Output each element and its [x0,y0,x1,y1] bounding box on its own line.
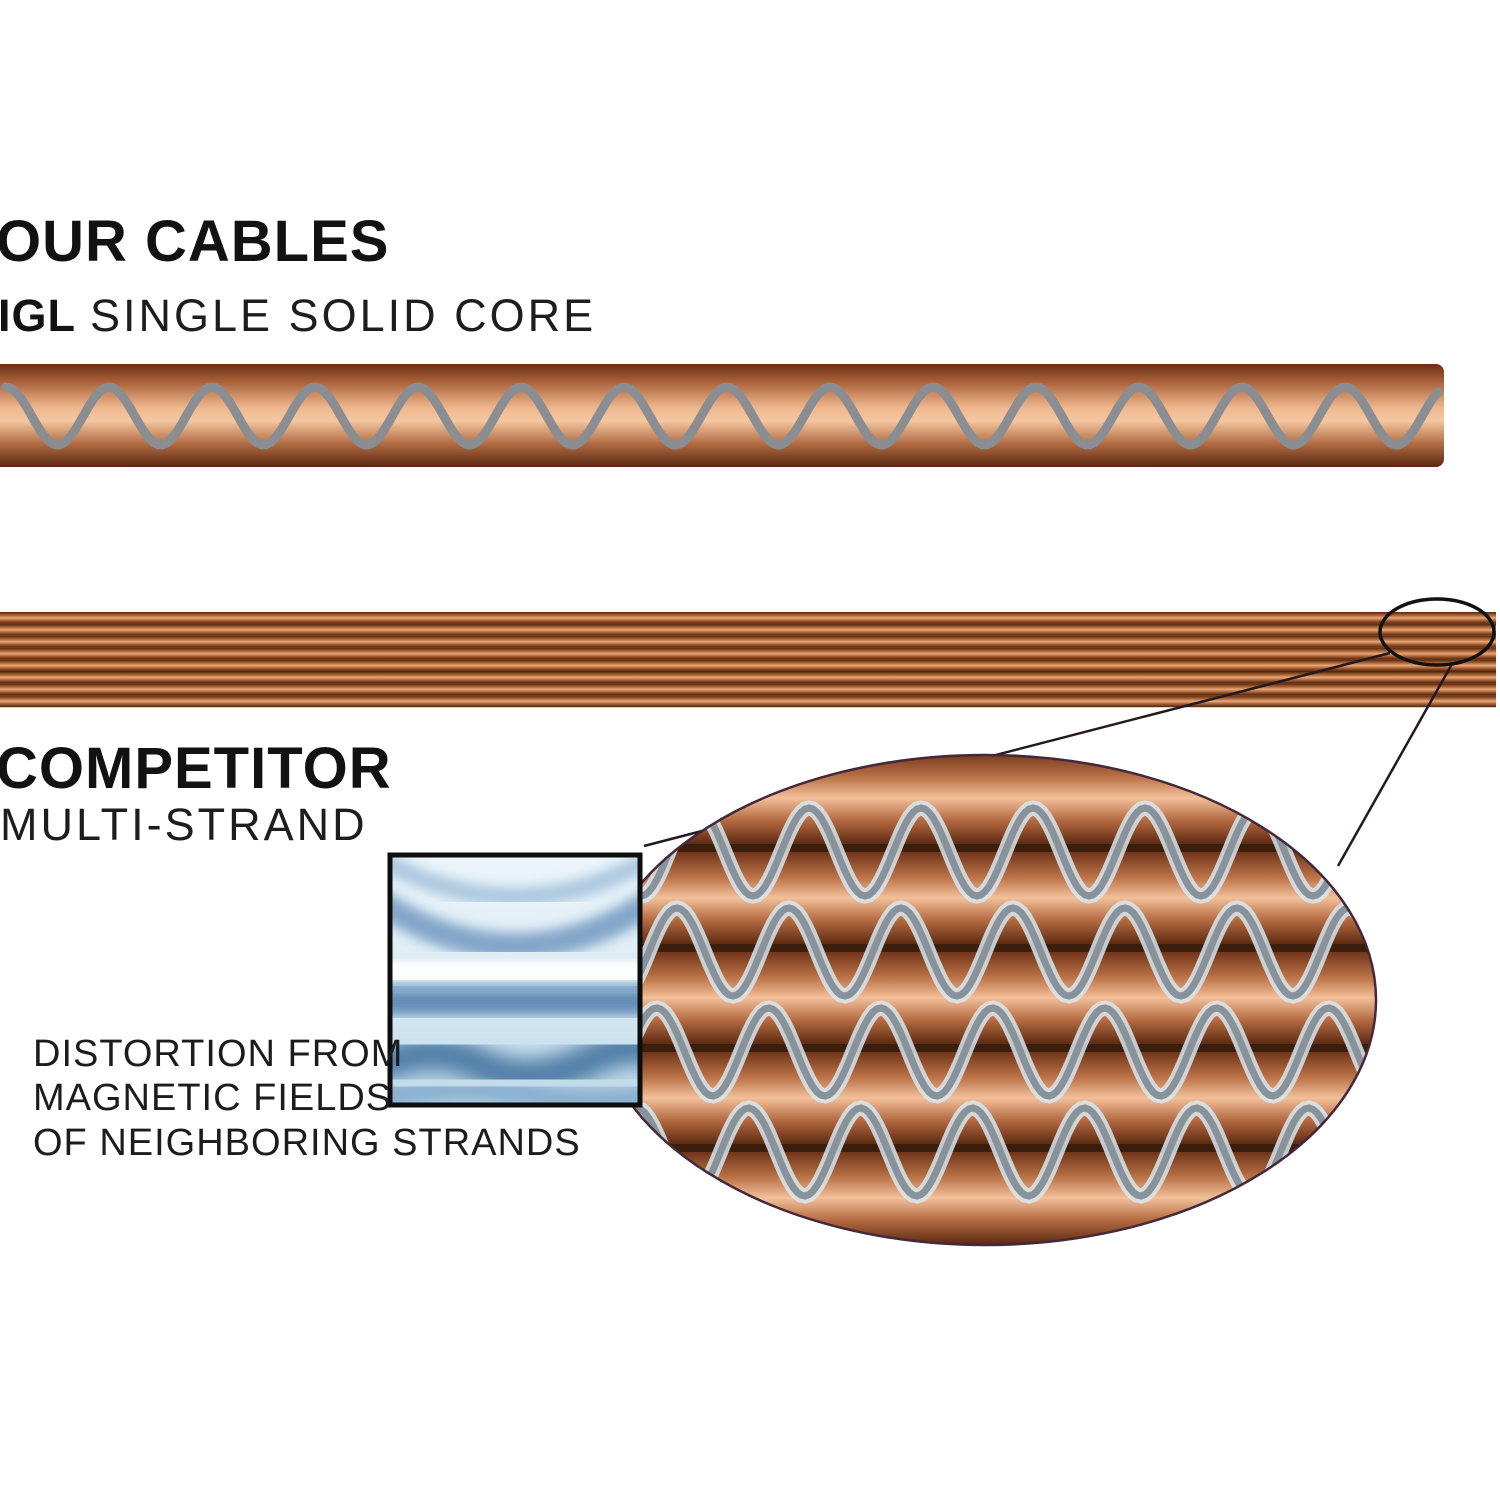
solid-core-signal-wave [1,382,1443,450]
multi-strand-cable [0,612,1496,708]
distortion-inset [387,852,643,1108]
solid-core-cable [0,364,1444,467]
strand [0,647,1496,660]
loupe-ellipse [1378,597,1496,667]
distortion-note-line2: MAGNETIC FIELDS [33,1077,393,1120]
zoom-strand [594,755,1376,844]
strand [0,635,1496,648]
strand [0,612,1496,624]
brand-name: IGL [0,290,76,341]
distorted-wave [594,1004,1376,1100]
strand [0,695,1496,708]
distortion-note: DISTORTION FROM MAGNETIC FIELDS OF NEIGH… [33,1032,581,1165]
competitor-type-label: MULTI-STRAND [0,799,368,850]
distortion-note-line3: OF NEIGHBORING STRANDS [33,1121,581,1164]
competitor-title: COMPETITOR [0,736,392,801]
solid-core-label: SINGLE SOLID CORE [90,290,597,341]
distorted-wave [594,904,1376,1000]
strand [0,683,1496,696]
our-cables-title: OUR CABLES [0,209,390,274]
strand [0,623,1496,636]
distortion-note-line1: DISTORTION FROM [33,1033,404,1075]
zoom-detail [594,755,1376,1245]
solid-core-subtitle: IGL SINGLE SOLID CORE [0,290,596,342]
zoom-strand [594,1152,1376,1244]
strand [0,671,1496,684]
strand [0,659,1496,672]
